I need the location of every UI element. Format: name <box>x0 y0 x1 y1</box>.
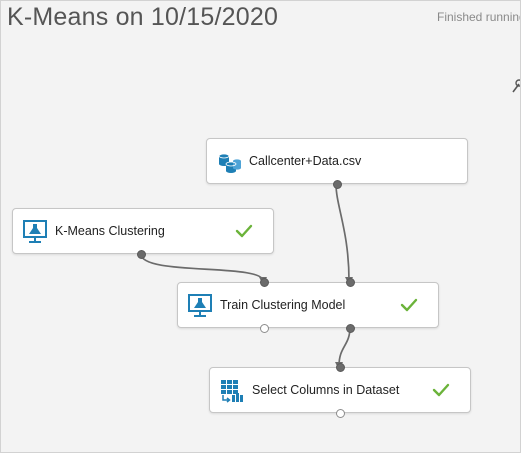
table-columns-icon <box>221 380 243 403</box>
output-port-unused[interactable] <box>336 409 345 418</box>
connector-data-to-train <box>335 183 353 285</box>
output-port-unused[interactable] <box>260 324 269 333</box>
output-port[interactable] <box>137 250 146 259</box>
connector-kmeans-to-train <box>140 253 267 285</box>
module-callcenter-data[interactable]: Callcenter+Data.csv <box>206 138 468 189</box>
input-port[interactable] <box>260 278 269 287</box>
module-label: K-Means Clustering <box>55 224 165 238</box>
module-kmeans-clustering[interactable]: K-Means Clustering <box>12 208 274 259</box>
module-label: Callcenter+Data.csv <box>249 154 362 168</box>
input-port[interactable] <box>336 363 345 372</box>
module-label: Select Columns in Dataset <box>252 383 400 397</box>
module-train-clustering-model[interactable]: Train Clustering Model <box>177 278 439 333</box>
run-status: Finished running <box>437 10 520 24</box>
checkmark-icon <box>235 224 253 238</box>
flask-monitor-icon <box>23 220 47 243</box>
checkmark-icon <box>400 298 418 312</box>
dataset-cylinder-icon <box>218 153 241 173</box>
module-label: Train Clustering Model <box>220 298 346 312</box>
input-port[interactable] <box>346 278 355 287</box>
checkmark-icon <box>432 383 450 397</box>
flask-monitor-icon <box>188 294 212 317</box>
output-port[interactable] <box>346 324 355 333</box>
experiment-title: K-Means on 10/15/2020 <box>7 3 279 31</box>
wrench-icon[interactable] <box>508 79 520 93</box>
output-port[interactable] <box>333 180 342 189</box>
module-select-columns[interactable]: Select Columns in Dataset <box>209 363 471 418</box>
